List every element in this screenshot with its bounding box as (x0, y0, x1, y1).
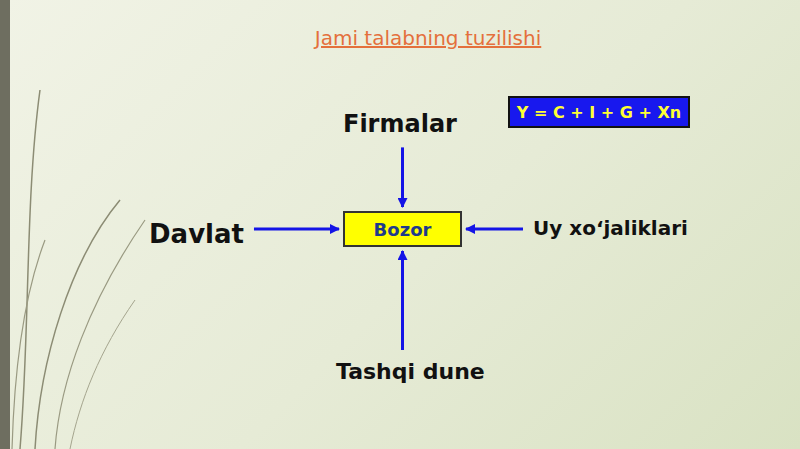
decor-line (35, 200, 120, 449)
node-text: Davlat (149, 219, 244, 249)
flow-arrow (401, 147, 404, 207)
title-text: Jami talabning tuzilishi (315, 26, 541, 50)
decor-line (55, 220, 145, 449)
node-text: Bozor (374, 219, 432, 240)
diagram-title: Jami talabning tuzilishi (228, 26, 628, 50)
side-stripe (0, 0, 10, 449)
flow-arrow (254, 228, 339, 231)
node-text: Firmalar (343, 110, 457, 138)
actor-label: Firmalar (343, 111, 457, 137)
actor-label: Davlat (149, 220, 244, 249)
decor-line (12, 240, 45, 449)
formula-box: Y = C + I + G + Xn (508, 96, 690, 128)
decor-line (20, 90, 40, 449)
flow-arrow (401, 251, 404, 350)
node-text: Uy xo‘jaliklari (533, 216, 688, 240)
decor-line (70, 300, 135, 449)
actor-label: Tashqi dune (336, 360, 485, 384)
node-text: Y = C + I + G + Xn (517, 103, 681, 122)
flow-arrow (466, 228, 523, 231)
market-box: Bozor (343, 211, 462, 247)
actor-label: Uy xo‘jaliklari (533, 217, 688, 239)
node-text: Tashqi dune (336, 359, 485, 384)
